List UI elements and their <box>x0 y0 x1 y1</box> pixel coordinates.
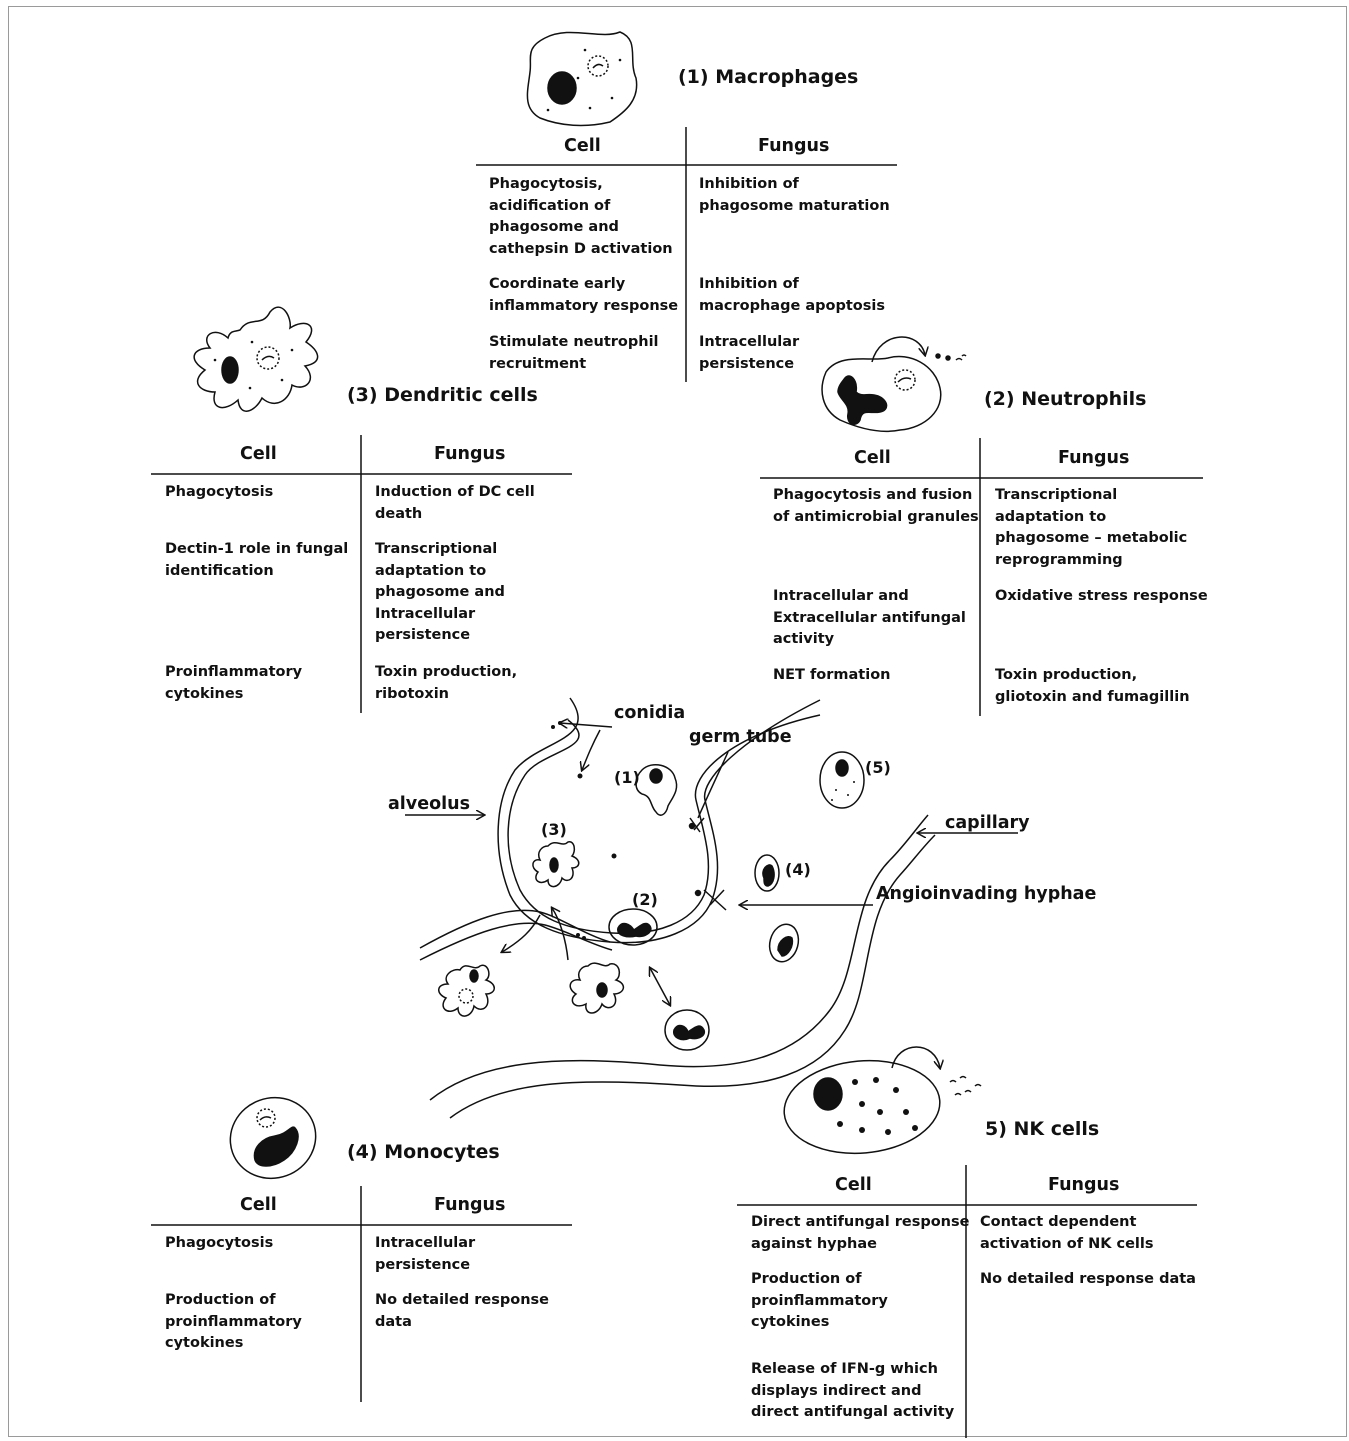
alveolus-label: alveolus <box>388 794 470 814</box>
marker-4: (4) <box>785 860 811 879</box>
neutrophils-title: (2) Neutrophils <box>984 388 1147 410</box>
marker-1: (1) <box>614 768 640 787</box>
table-lines <box>151 127 1203 1438</box>
dendritic-fungus-2: Transcriptional adaptation to phagosome … <box>375 541 505 643</box>
neutrophils-fungus-3: Toxin production, gliotoxin and fumagill… <box>995 667 1190 705</box>
neutrophils-col-fungus: Fungus <box>1058 448 1130 468</box>
capillary-label: capillary <box>945 813 1030 833</box>
lower-membrane-2 <box>419 922 613 961</box>
nk-cell-icon <box>783 1046 982 1155</box>
macrophages-title: (1) Macrophages <box>678 66 859 88</box>
capillary-wall-1 <box>429 814 929 1101</box>
capillary-wall-2 <box>449 834 936 1119</box>
dendritic-cell-icon <box>193 306 319 412</box>
germ-tube-label: germ tube <box>689 727 792 747</box>
monocyte-icon <box>229 1096 317 1180</box>
monocytes-col-cell: Cell <box>240 1195 277 1215</box>
marker-5: (5) <box>865 758 891 777</box>
nk-col-fungus: Fungus <box>1048 1175 1120 1195</box>
monocytes-cell-2: Production of proinflammatory cytokines <box>165 1292 302 1351</box>
macrophages-cell-2: Coordinate early inflammatory response <box>489 276 679 314</box>
conidia-label: conidia <box>614 703 686 723</box>
neutrophils-cell-1: Phagocytosis and fusion of antimicrobial… <box>773 487 979 525</box>
dendritic-fungus-3: Toxin production, ribotoxin <box>375 664 518 702</box>
nk-cell-3: Release of IFN-g which displays indirect… <box>751 1361 955 1420</box>
dendritic-col-cell: Cell <box>240 444 277 464</box>
nk-fungus-2: No detailed response data <box>980 1271 1196 1287</box>
macrophages-fungus-2: Inhibition of macrophage apoptosis <box>699 276 885 314</box>
neutrophils-col-cell: Cell <box>854 448 891 468</box>
dendritic-cell-3: Proinflammatory cytokines <box>165 664 303 702</box>
nk-fungus-1: Contact dependent activation of NK cells <box>980 1214 1154 1252</box>
neutrophil-icon <box>821 336 967 432</box>
marker-3: (3) <box>541 820 567 839</box>
dendritic-cell-1: Phagocytosis <box>165 484 274 500</box>
marker-2: (2) <box>632 890 658 909</box>
macrophages-col-fungus: Fungus <box>758 136 830 156</box>
nk-cell-2: Production of proinflammatory cytokines <box>751 1271 888 1330</box>
monocytes-title: (4) Monocytes <box>347 1141 500 1163</box>
nk-col-cell: Cell <box>835 1175 872 1195</box>
dendritic-fungus-1: Induction of DC cell death <box>375 484 535 522</box>
monocytes-fungus-1: Intracellular persistence <box>375 1235 476 1273</box>
alveolus-diagram <box>405 697 1018 1119</box>
monocytes-col-fungus: Fungus <box>434 1195 506 1215</box>
neutrophils-fungus-1: Transcriptional adaptation to phagosome … <box>995 487 1188 568</box>
macrophages-fungus-3: Intracellular persistence <box>699 334 800 372</box>
neutrophils-fungus-2: Oxidative stress response <box>995 588 1208 604</box>
angioinvading-hyphae-label: Angioinvading hyphae <box>876 884 1097 904</box>
neutrophils-cell-2: Intracellular and Extracellular antifung… <box>773 588 966 647</box>
macrophages-col-cell: Cell <box>564 136 601 156</box>
neutrophils-cell-3: NET formation <box>773 667 891 683</box>
macrophage-icon <box>526 31 638 127</box>
dendritic-title: (3) Dendritic cells <box>347 384 538 406</box>
nk-cell-1: Direct antifungal response against hypha… <box>751 1214 970 1252</box>
dendritic-col-fungus: Fungus <box>434 444 506 464</box>
alveolus-wall-inner <box>507 714 821 935</box>
monocytes-cell-1: Phagocytosis <box>165 1235 274 1251</box>
macrophages-cell-1: Phagocytosis, acidification of phagosome… <box>489 176 673 257</box>
macrophages-cell-3: Stimulate neutrophil recruitment <box>489 334 659 372</box>
monocytes-fungus-2: No detailed response data <box>375 1292 550 1330</box>
lower-membrane-1 <box>419 909 611 949</box>
nk-title: 5) NK cells <box>985 1118 1100 1140</box>
figure-frame <box>8 6 1347 1437</box>
macrophages-fungus-1: Inhibition of phagosome maturation <box>699 176 890 214</box>
dendritic-cell-2: Dectin-1 role in fungal identification <box>165 541 349 579</box>
